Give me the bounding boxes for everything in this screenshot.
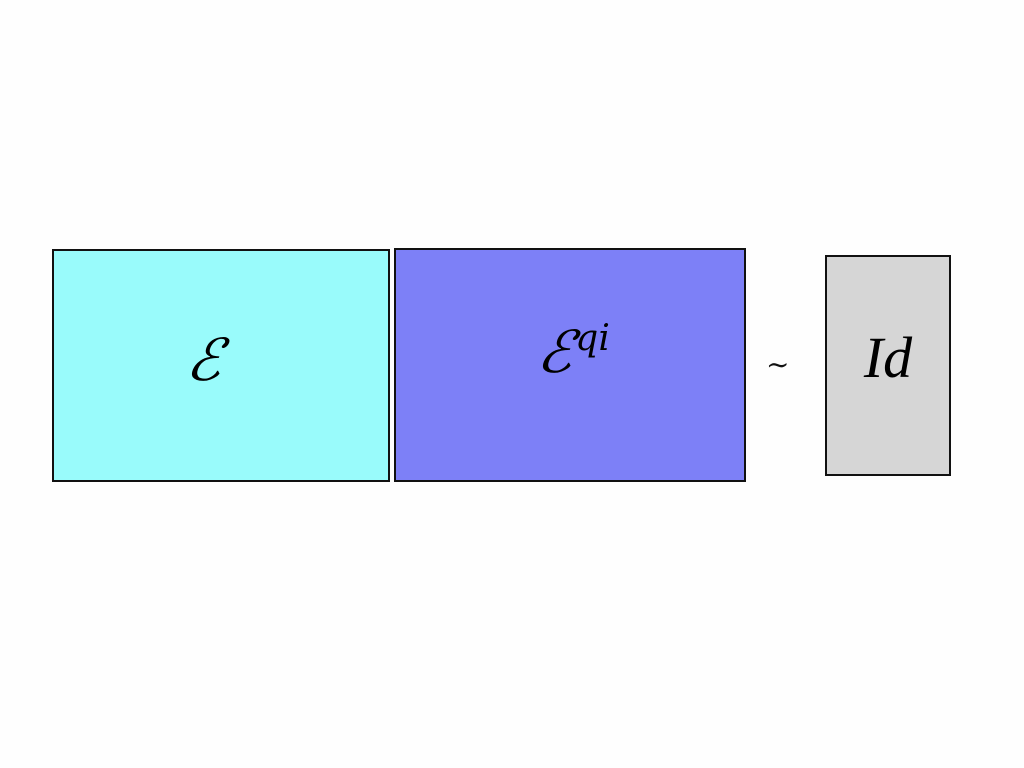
relation-symbol: ∼ [766,348,790,381]
label-e-qi-superscript: qi [575,318,610,359]
label-e-qi-base: ℰ [533,318,579,386]
label-e-qi: ℰqi [533,318,610,386]
box-e: ℰ [52,249,390,482]
box-id: Id [825,255,951,476]
label-e: ℰ [182,325,228,394]
box-e-qi: ℰqi [394,248,746,482]
label-id: Id [863,324,913,390]
